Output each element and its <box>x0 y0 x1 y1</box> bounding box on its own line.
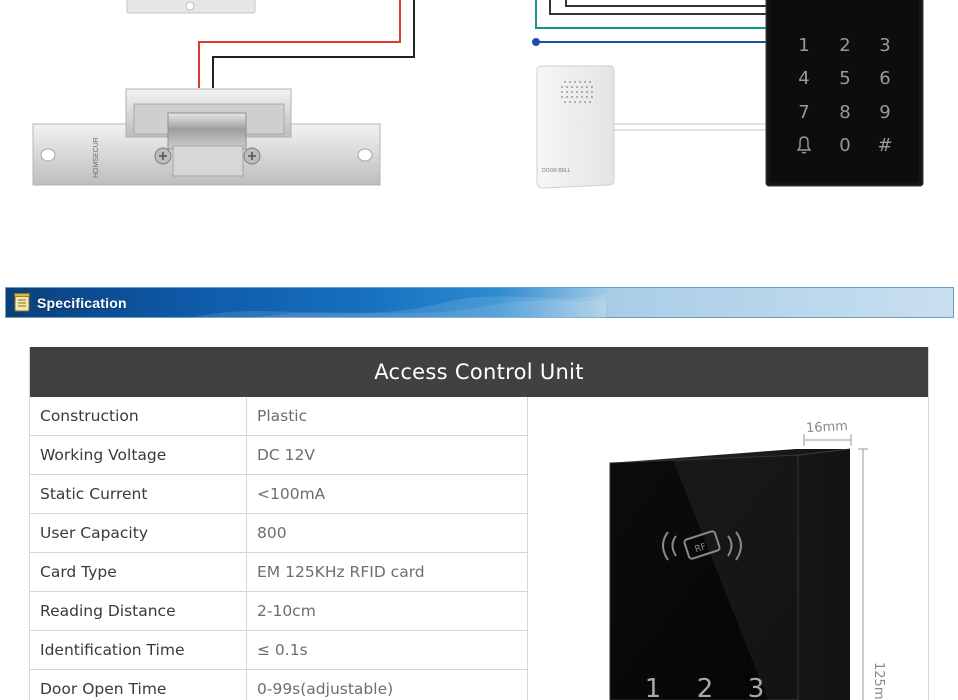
spec-row: Door Open Time 0-99s(adjustable) <box>30 670 527 700</box>
keypad-key-6: 6 <box>879 68 890 89</box>
spec-key: Reading Distance <box>30 592 247 630</box>
depth-dimension-line <box>803 434 852 446</box>
spec-value: 2-10cm <box>257 602 316 620</box>
keypad-key-7: 7 <box>798 102 809 123</box>
keypad-device-top: 1 2 3 4 5 6 7 8 9 0 # <box>765 0 924 187</box>
spec-value: <100mA <box>257 485 326 503</box>
keypad-black-wire-2 <box>565 0 768 7</box>
keypad-black-wire-1 <box>549 0 768 15</box>
rf-label: RF <box>694 542 708 555</box>
spec-value: 0-99s(adjustable) <box>257 680 394 698</box>
keypad-key-0: 0 <box>839 135 850 156</box>
depth-label: 16mm <box>806 419 849 436</box>
wire-junction <box>532 38 540 46</box>
bell-cable <box>613 123 768 131</box>
keypad-key-2: 2 <box>839 35 850 56</box>
spec-key: Card Type <box>30 553 247 591</box>
spec-row: Identification Time ≤ 0.1s <box>30 631 527 670</box>
spec-key: Construction <box>30 397 247 435</box>
spec-row: Construction Plastic <box>30 397 527 436</box>
keypad-key-9: 9 <box>879 102 890 123</box>
spec-row: User Capacity 800 <box>30 514 527 553</box>
spec-value: Plastic <box>257 407 308 425</box>
keypad-green-wire <box>535 0 768 29</box>
spec-value: ≤ 0.1s <box>257 641 308 659</box>
spec-key: Identification Time <box>30 631 247 669</box>
bell-icon <box>796 136 812 154</box>
banner-wave-decoration <box>186 294 606 319</box>
keypad-key-hash: # <box>877 135 892 156</box>
specification-title: Specification <box>37 294 127 311</box>
keypad-key-3: 3 <box>879 35 890 56</box>
device-key-3: 3 <box>748 674 765 700</box>
specification-banner: Specification <box>5 287 954 319</box>
spec-row: Reading Distance 2-10cm <box>30 592 527 631</box>
spec-row: Working Voltage DC 12V <box>30 436 527 475</box>
spec-key: Door Open Time <box>30 670 247 700</box>
device-photo: 16mm RF 1 2 3 <box>528 397 928 700</box>
height-dimension-line <box>858 448 868 700</box>
spec-value: DC 12V <box>257 446 316 464</box>
device-key-1: 1 <box>645 674 662 700</box>
spec-value: EM 125KHz RFID card <box>257 563 425 581</box>
spec-row: Static Current <100mA <box>30 475 527 514</box>
top-bracket <box>126 0 256 14</box>
spec-key: User Capacity <box>30 514 247 552</box>
device-key-2: 2 <box>697 674 714 700</box>
keypad-key-1: 1 <box>798 35 809 56</box>
lock-black-wire <box>212 0 415 88</box>
spec-key: Working Voltage <box>30 436 247 474</box>
keypad-key-5: 5 <box>839 68 850 89</box>
spec-row: Card Type EM 125KHz RFID card <box>30 553 527 592</box>
spec-value: 800 <box>257 524 287 542</box>
spec-table: Construction Plastic Working Voltage DC … <box>30 397 528 700</box>
keypad-key-8: 8 <box>839 102 850 123</box>
door-bell: DOOR BELL <box>536 65 615 189</box>
door-bell-label: DOOR BELL <box>542 168 571 174</box>
spec-table-title: Access Control Unit <box>30 347 928 397</box>
access-control-device-illustration: 16mm RF 1 2 3 <box>609 419 886 700</box>
spec-key: Static Current <box>30 475 247 513</box>
spec-card: Access Control Unit Construction Plastic… <box>29 347 929 700</box>
keypad-key-4: 4 <box>798 68 809 89</box>
rfid-icon <box>662 530 742 561</box>
lock-red-wire <box>198 0 401 88</box>
lock-brand-label: HOMSECUR <box>93 137 100 178</box>
electric-strike-lock: HOMSECUR <box>32 88 381 186</box>
document-icon <box>14 293 30 312</box>
height-label: 125mm <box>871 662 886 700</box>
wiring-diagram: HOMSECUR DOOR BELL 1 2 3 4 5 6 7 8 <box>32 0 924 189</box>
